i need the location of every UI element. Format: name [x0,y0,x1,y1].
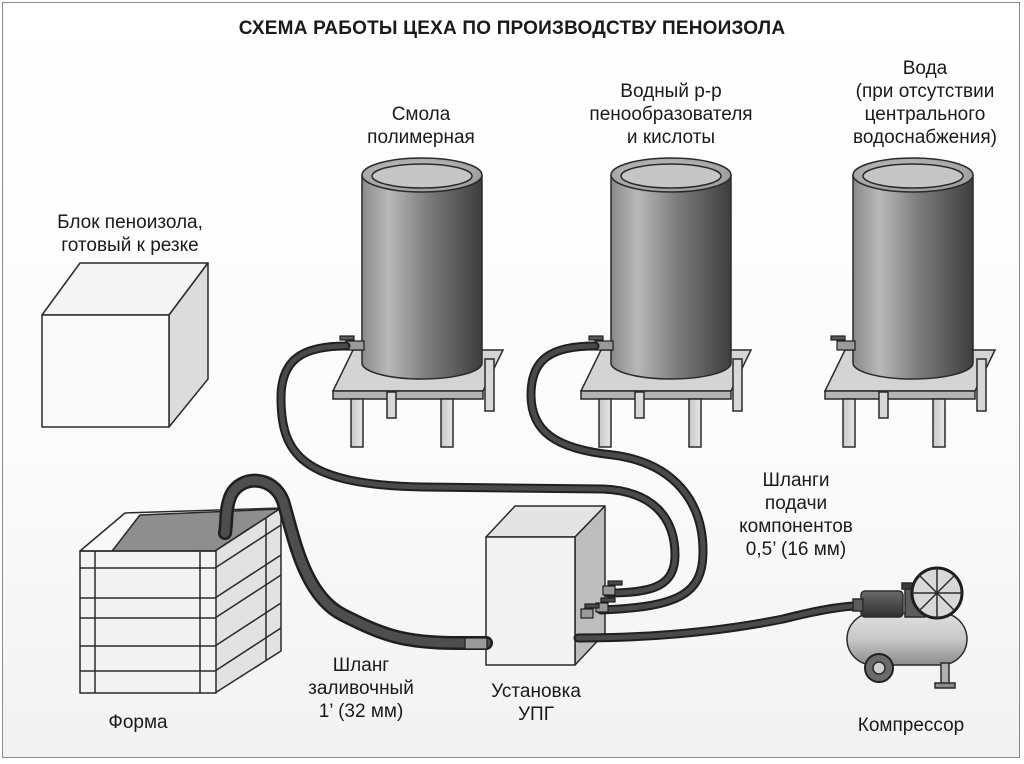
tank-foam-solution [610,157,732,380]
compressor-flywheel [910,566,964,620]
compressor [846,566,968,689]
diagram-artwork [41,157,997,694]
valve-foam-solution [588,335,614,351]
upg-fittings [464,580,623,650]
label-compressor: Компрессор [857,715,965,736]
tank-water [852,157,974,380]
label-foam-block: Блок пеноизола,готовый к резке [57,212,203,256]
tank-resin [361,157,483,380]
label-mold: Форма [108,712,168,733]
upg-unit [485,505,606,666]
mold [79,507,282,694]
diagram-title: СХЕМА РАБОТЫ ЦЕХА ПО ПРОИЗВОДСТВУ ПЕНОИЗ… [238,18,786,39]
hoses [218,341,870,650]
valve-water [830,335,856,351]
foam-block [41,262,209,428]
